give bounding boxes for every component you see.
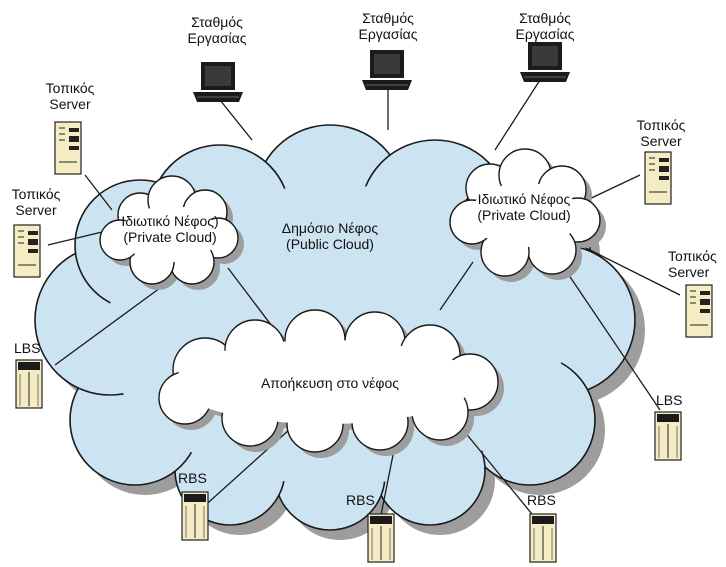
local-server-label-1: Τοπικός Server [30, 80, 110, 112]
local-server-label-2-line2: Server [15, 202, 57, 218]
workstation-label-1-line1: Σταθμός [191, 14, 243, 30]
local-server-label-2: Τοπικός Server [0, 186, 72, 218]
workstation-label-3-line1: Σταθμός [519, 10, 571, 26]
private-cloud-left-label-line2: (Private Cloud) [123, 229, 217, 245]
rbs-left-label: RBS [178, 470, 207, 486]
public-cloud-label-line2: (Public Cloud) [286, 236, 374, 252]
lbs-left-label: LBS [14, 340, 41, 356]
public-cloud-label-line1: Δημόσιο Νέφος [281, 220, 379, 236]
lbs-right-label: LBS [656, 392, 683, 408]
rbs-right-icon [529, 513, 557, 563]
local-server-label-1-line2: Server [49, 96, 91, 112]
workstation-label-1: Σταθμός Εργασίας [172, 14, 262, 46]
private-cloud-left-label-line1: Ιδιωτικό Νέφος) [121, 213, 219, 229]
storage-cloud-body [175, 340, 475, 424]
workstation-label-2: Σταθμός Εργασίας [343, 10, 433, 42]
private-cloud-right-body [470, 183, 580, 247]
local-server-icon-3 [644, 151, 672, 205]
workstation-icon-3 [519, 41, 571, 83]
private-cloud-right-label-line2: (Private Cloud) [477, 207, 571, 223]
workstation-label-3-line2: Εργασίας [515, 26, 575, 42]
private-cloud-left-label: Ιδιωτικό Νέφος) (Private Cloud) [112, 213, 228, 245]
rbs-left-icon [181, 491, 209, 541]
local-server-label-4-line1: Τοπικός [668, 248, 717, 264]
rbs-right-label: RBS [527, 492, 556, 508]
workstation-icon-1 [192, 61, 244, 103]
workstation-label-2-line1: Σταθμός [362, 10, 414, 26]
local-server-label-4-line2: Server [668, 264, 710, 280]
workstation-label-2-line2: Εργασίας [358, 26, 418, 42]
private-cloud-right-label-line1: Ιδιωτικό Νέφος [477, 191, 571, 207]
workstation-label-3: Σταθμός Εργασίας [500, 10, 590, 42]
lbs-right-icon [654, 411, 682, 461]
rbs-middle-label: RBS [346, 492, 375, 508]
lbs-left-icon [15, 359, 43, 409]
local-server-label-3: Τοπικός Server [625, 117, 697, 149]
local-server-icon-4 [685, 284, 713, 338]
local-server-label-4: Τοπικός Server [668, 248, 726, 280]
workstation-label-1-line2: Εργασίας [187, 30, 247, 46]
storage-cloud-label: Αποήκευση στο νέφος [260, 375, 400, 391]
local-server-label-1-line1: Τοπικός [45, 80, 95, 96]
public-cloud-label: Δημόσιο Νέφος (Public Cloud) [260, 220, 400, 252]
rbs-middle-icon [367, 513, 395, 563]
local-server-icon-1 [54, 121, 82, 175]
local-server-icon-2 [13, 224, 41, 278]
private-cloud-left-body [120, 206, 220, 262]
local-server-label-3-line1: Τοπικός [636, 117, 686, 133]
private-cloud-right-label: Ιδιωτικό Νέφος (Private Cloud) [464, 191, 584, 223]
local-server-label-3-line2: Server [640, 133, 682, 149]
workstation-icon-2 [361, 49, 413, 91]
local-server-label-2-line1: Τοπικός [11, 186, 61, 202]
